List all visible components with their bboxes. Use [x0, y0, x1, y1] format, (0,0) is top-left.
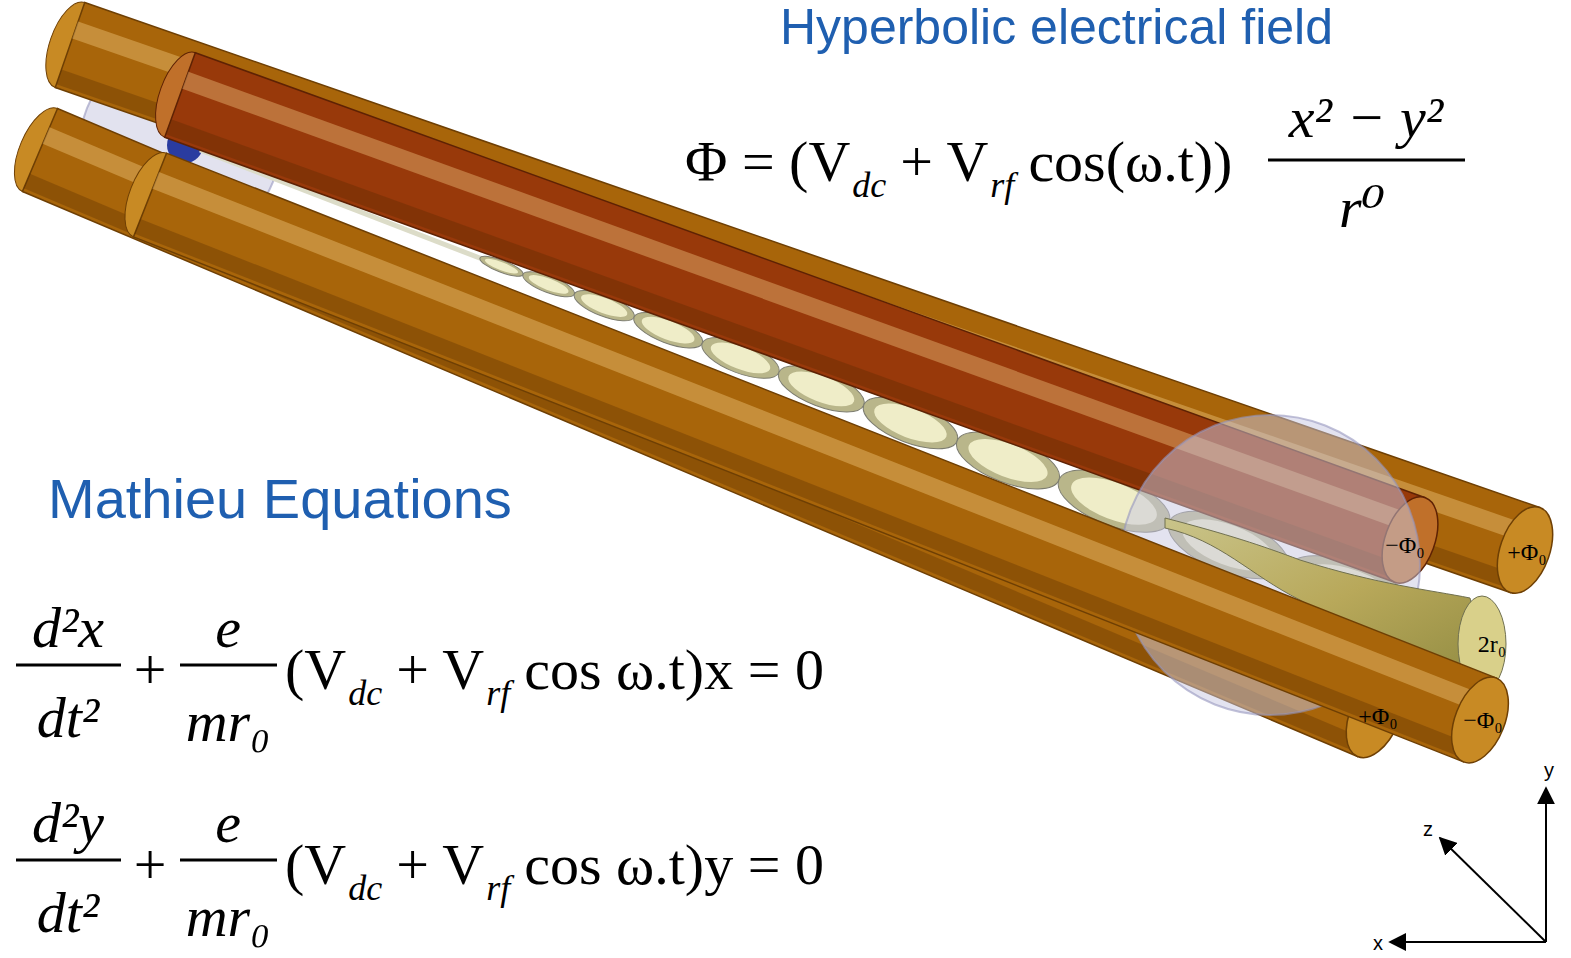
axis-arrow — [1390, 941, 1546, 943]
equation-term: dt² — [37, 884, 100, 942]
equation-term: + — [134, 836, 167, 894]
equation-term: mr₀ — [186, 888, 271, 946]
fraction-bar — [16, 859, 121, 862]
section-heading: Mathieu Equations — [48, 471, 512, 527]
equation-term: + — [134, 641, 167, 699]
equation-term: e — [215, 599, 241, 657]
equation-term: d²x — [32, 599, 104, 657]
equation-term: d²y — [32, 794, 104, 852]
axis-label: x — [1373, 933, 1383, 953]
fraction-bar — [16, 664, 121, 667]
title-text: Hyperbolic electrical field — [780, 2, 1333, 52]
fraction-bar — [180, 859, 277, 862]
rod-end — [1440, 669, 1519, 771]
equation-term: dc — [348, 675, 382, 711]
rod-end — [1487, 499, 1563, 600]
subscript: rf — [990, 167, 1014, 203]
quadrupole-rod — [133, 153, 1496, 762]
axis-arrow — [1440, 838, 1546, 942]
equation-term: dt² — [37, 689, 100, 747]
electrode-potential: −Φ₀ — [1385, 533, 1424, 557]
fraction-bar — [180, 664, 277, 667]
electrode-potential: +Φ₀ — [1507, 540, 1546, 564]
equation-term: + V — [396, 836, 484, 894]
denominator: r⁰ — [1339, 179, 1385, 237]
electrode-potential: −Φ₀ — [1463, 708, 1502, 732]
equation-term: + V — [396, 641, 484, 699]
axis-label: y — [1544, 760, 1554, 780]
rod-highlight — [156, 180, 1486, 705]
axis-arrow — [1545, 788, 1547, 942]
equation-term: mr₀ — [186, 693, 271, 751]
rods-front — [115, 146, 1520, 771]
rods-back — [4, 0, 1563, 766]
equation-term: cos(ω.t)) — [1028, 133, 1232, 191]
equation-term: (V — [285, 836, 346, 894]
equation-term: rf — [486, 870, 510, 906]
numerator: x² − y² — [1289, 89, 1443, 147]
equation-term: cos ω.t)y = 0 — [524, 836, 824, 894]
equation-term: cos ω.t)x = 0 — [524, 641, 824, 699]
equation-term: (V — [285, 641, 346, 699]
equation-term: + V — [900, 133, 988, 191]
equation-term: rf — [486, 675, 510, 711]
electrode-potential: +Φ₀ — [1358, 704, 1397, 728]
equation-term: Φ = (V — [685, 133, 850, 191]
axis-label: z — [1423, 819, 1433, 839]
subscript: dc — [852, 167, 886, 203]
equation-term: dc — [348, 870, 382, 906]
dimension-label: 2r₀ — [1478, 632, 1506, 656]
equation-term: e — [215, 794, 241, 852]
fraction-bar — [1268, 159, 1465, 162]
